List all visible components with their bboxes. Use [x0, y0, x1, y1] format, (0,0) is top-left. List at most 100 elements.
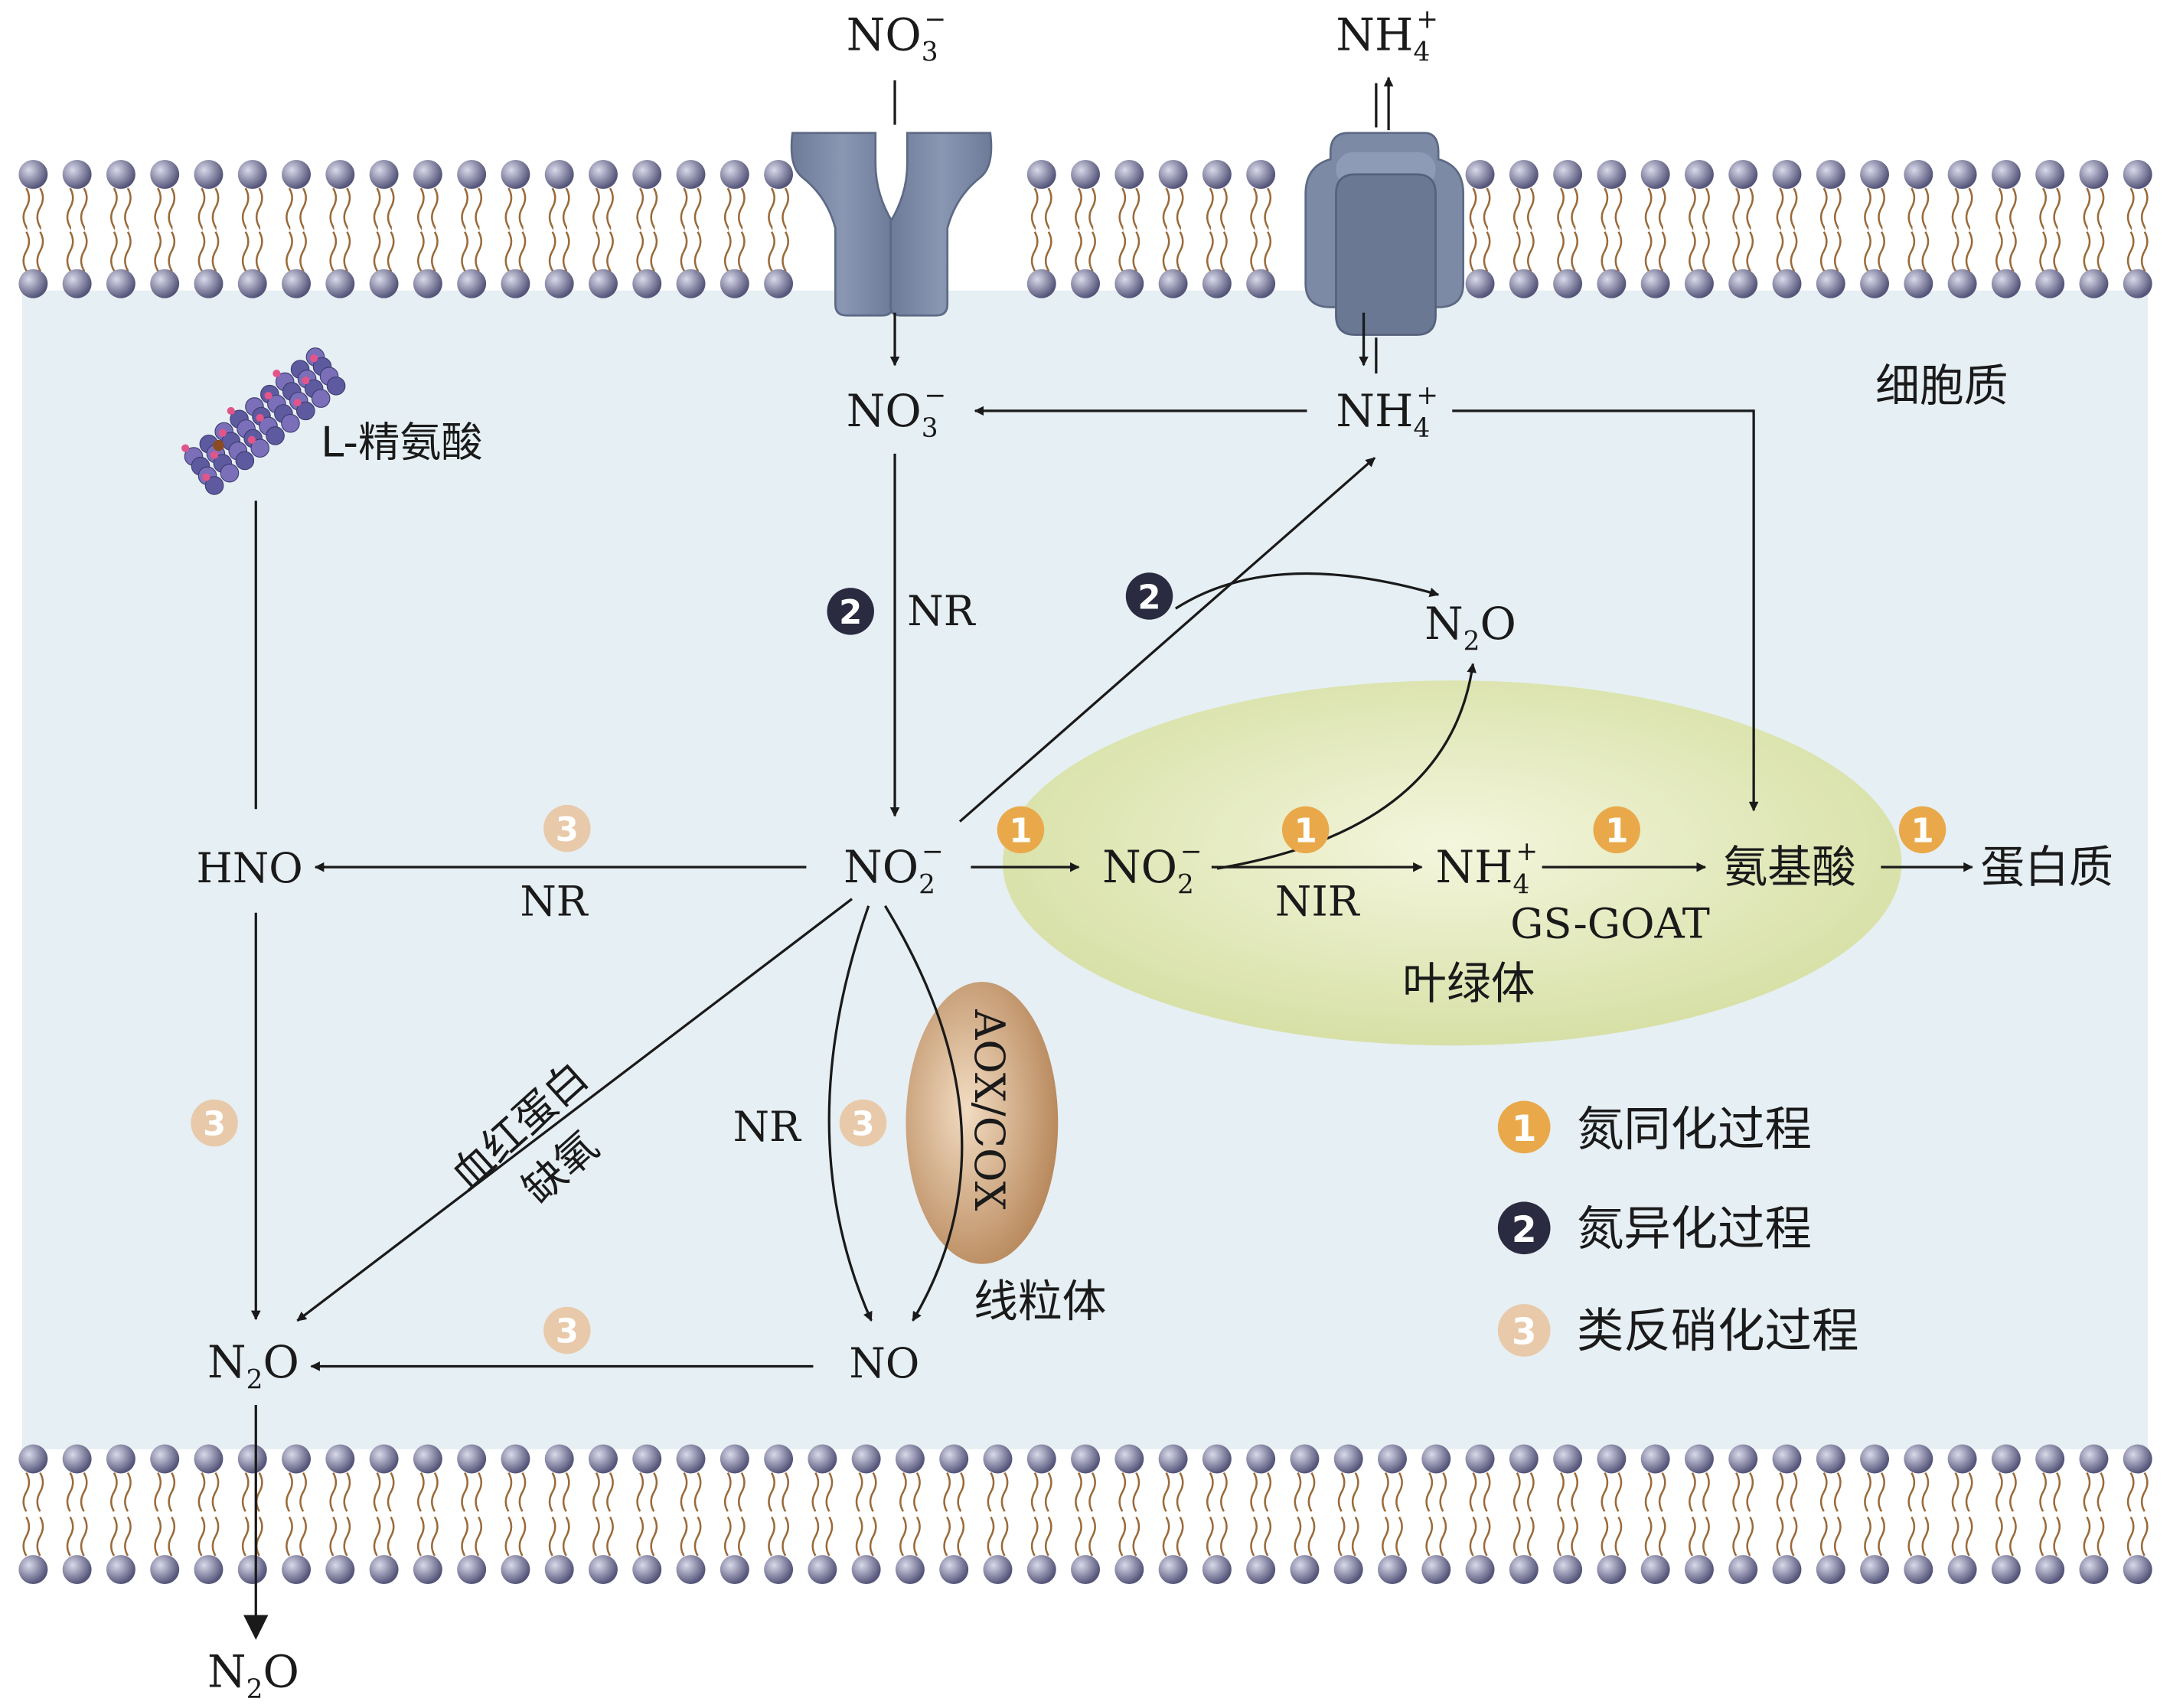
- lipid-tail: [1965, 187, 1973, 275]
- lipid-tail: [2039, 1472, 2048, 1556]
- n2o-outside-label: N2O: [207, 1646, 299, 1705]
- lipid-tail: [562, 1472, 570, 1556]
- lipid-tail: [299, 187, 307, 275]
- lipid-tail: [957, 1472, 965, 1556]
- lipid-head: [1158, 1444, 1188, 1474]
- lipid-head: [2123, 1555, 2152, 1585]
- nh4-inside-label: NH4+: [1336, 380, 1438, 444]
- lipid-tail: [1702, 1472, 1710, 1556]
- lipid-tail: [825, 1472, 834, 1556]
- lipid-tail: [1132, 187, 1140, 275]
- lipid-tail: [1864, 187, 1871, 275]
- lipid-tail: [255, 187, 263, 275]
- lipid-head: [194, 1444, 224, 1474]
- lipid-head: [1509, 269, 1539, 298]
- lipid-tail: [1833, 1472, 1842, 1556]
- legend-item-assimilation: 1 氮同化过程: [1497, 1100, 1812, 1156]
- arginine-atom: [311, 389, 331, 408]
- arginine-hydrogen: [181, 444, 190, 452]
- nr-top-label: NR: [907, 587, 976, 635]
- lipid-tail: [2039, 187, 2048, 275]
- lipid-tail: [1206, 187, 1214, 275]
- lipid-tail: [1030, 1472, 1039, 1556]
- lipid-tail: [987, 1472, 995, 1556]
- lipid-head: [369, 1444, 399, 1474]
- lipid-tail: [518, 1472, 527, 1556]
- lipid-tail: [1907, 1472, 1916, 1556]
- badge-assimilation-nir: 1: [1281, 806, 1330, 854]
- lipid-head: [413, 159, 442, 189]
- lipid-head: [1246, 269, 1276, 298]
- l-arginine-label: L-精氨酸: [321, 419, 482, 467]
- lipid-tail: [1689, 1472, 1696, 1556]
- lipid-tail: [2097, 1472, 2105, 1556]
- lipid-tail: [1864, 1472, 1871, 1556]
- lipid-tail: [548, 187, 556, 275]
- lipid-head: [194, 159, 224, 189]
- legend: 1 氮同化过程 2 氮异化过程 3 类反硝化过程: [1497, 1100, 1858, 1358]
- lipid-tail: [1644, 1472, 1653, 1556]
- legend-badge-assimilation: [1497, 1100, 1551, 1154]
- lipid-tail: [592, 1472, 600, 1556]
- no3-outside-label: NO3−: [847, 4, 947, 67]
- lipid-head: [1421, 1555, 1451, 1585]
- lipid-tail: [1294, 1472, 1302, 1556]
- lipid-tail: [416, 1472, 425, 1556]
- lipid-head: [1026, 1444, 1056, 1474]
- lipid-tail: [1790, 187, 1798, 275]
- lipid-tail: [782, 1472, 790, 1556]
- lipid-tail: [1132, 1472, 1140, 1556]
- lipid-head: [1202, 1555, 1232, 1585]
- arrow-no2-to-no-left: [827, 905, 873, 1322]
- lipid-head: [1465, 1555, 1495, 1585]
- lipid-head: [1421, 1444, 1451, 1474]
- arginine-hydrogen: [210, 451, 219, 459]
- lipid-tail: [2083, 1472, 2091, 1556]
- lipid-tail: [680, 187, 688, 275]
- badge-assimilation-entry: 1: [997, 806, 1045, 854]
- l-arginine-molecule-icon: [181, 347, 346, 495]
- lipid-head: [325, 1444, 355, 1474]
- svg-text:3: 3: [203, 1106, 226, 1144]
- legend-item-denitrification: 3 类反硝化过程: [1497, 1304, 1858, 1358]
- lipid-head: [1904, 1555, 1933, 1585]
- lipid-head: [1202, 269, 1232, 298]
- lipid-tail: [1601, 1472, 1609, 1556]
- arginine-atom: [266, 426, 285, 445]
- lipid-tail: [1601, 187, 1609, 275]
- lipid-tail: [768, 187, 775, 275]
- lipid-tail: [211, 1472, 220, 1556]
- lipid-tail: [693, 187, 702, 275]
- legend-badge-denitrification: [1497, 1304, 1551, 1357]
- lipid-head: [1991, 1555, 2021, 1585]
- plasma-membrane-bottom: [18, 1444, 2152, 1585]
- no2-center-label: NO2−: [844, 836, 944, 900]
- lipid-head: [676, 159, 706, 189]
- lipid-tail: [1557, 187, 1565, 275]
- lipid-tail: [737, 1472, 746, 1556]
- lipid-head: [1772, 1555, 1802, 1585]
- lipid-head: [1860, 159, 1890, 189]
- lipid-head: [150, 1444, 180, 1474]
- lipid-head: [1378, 1444, 1407, 1474]
- lipid-tail: [723, 1472, 732, 1556]
- arginine-atom: [235, 451, 255, 471]
- lipid-head: [983, 1555, 1013, 1585]
- lipid-head: [1947, 1555, 1977, 1585]
- lipid-head: [720, 269, 749, 298]
- lipid-head: [1684, 159, 1714, 189]
- lipid-head: [1597, 1555, 1627, 1585]
- lipid-tail: [1176, 1472, 1184, 1556]
- lipid-head: [413, 1555, 442, 1585]
- lipid-tail: [1044, 187, 1052, 275]
- lipid-head: [325, 269, 355, 298]
- lipid-tail: [1689, 187, 1696, 275]
- nh4-outside-label: NH4+: [1336, 4, 1438, 67]
- lipid-head: [1947, 1444, 1977, 1474]
- arrow-no2-to-nh4: [958, 457, 1376, 823]
- badge-denitrification-no: 3: [543, 1306, 591, 1354]
- lipid-tail: [518, 187, 527, 275]
- lipid-tail: [1118, 1472, 1127, 1556]
- lipid-head: [194, 269, 224, 298]
- lipid-tail: [1206, 1472, 1214, 1556]
